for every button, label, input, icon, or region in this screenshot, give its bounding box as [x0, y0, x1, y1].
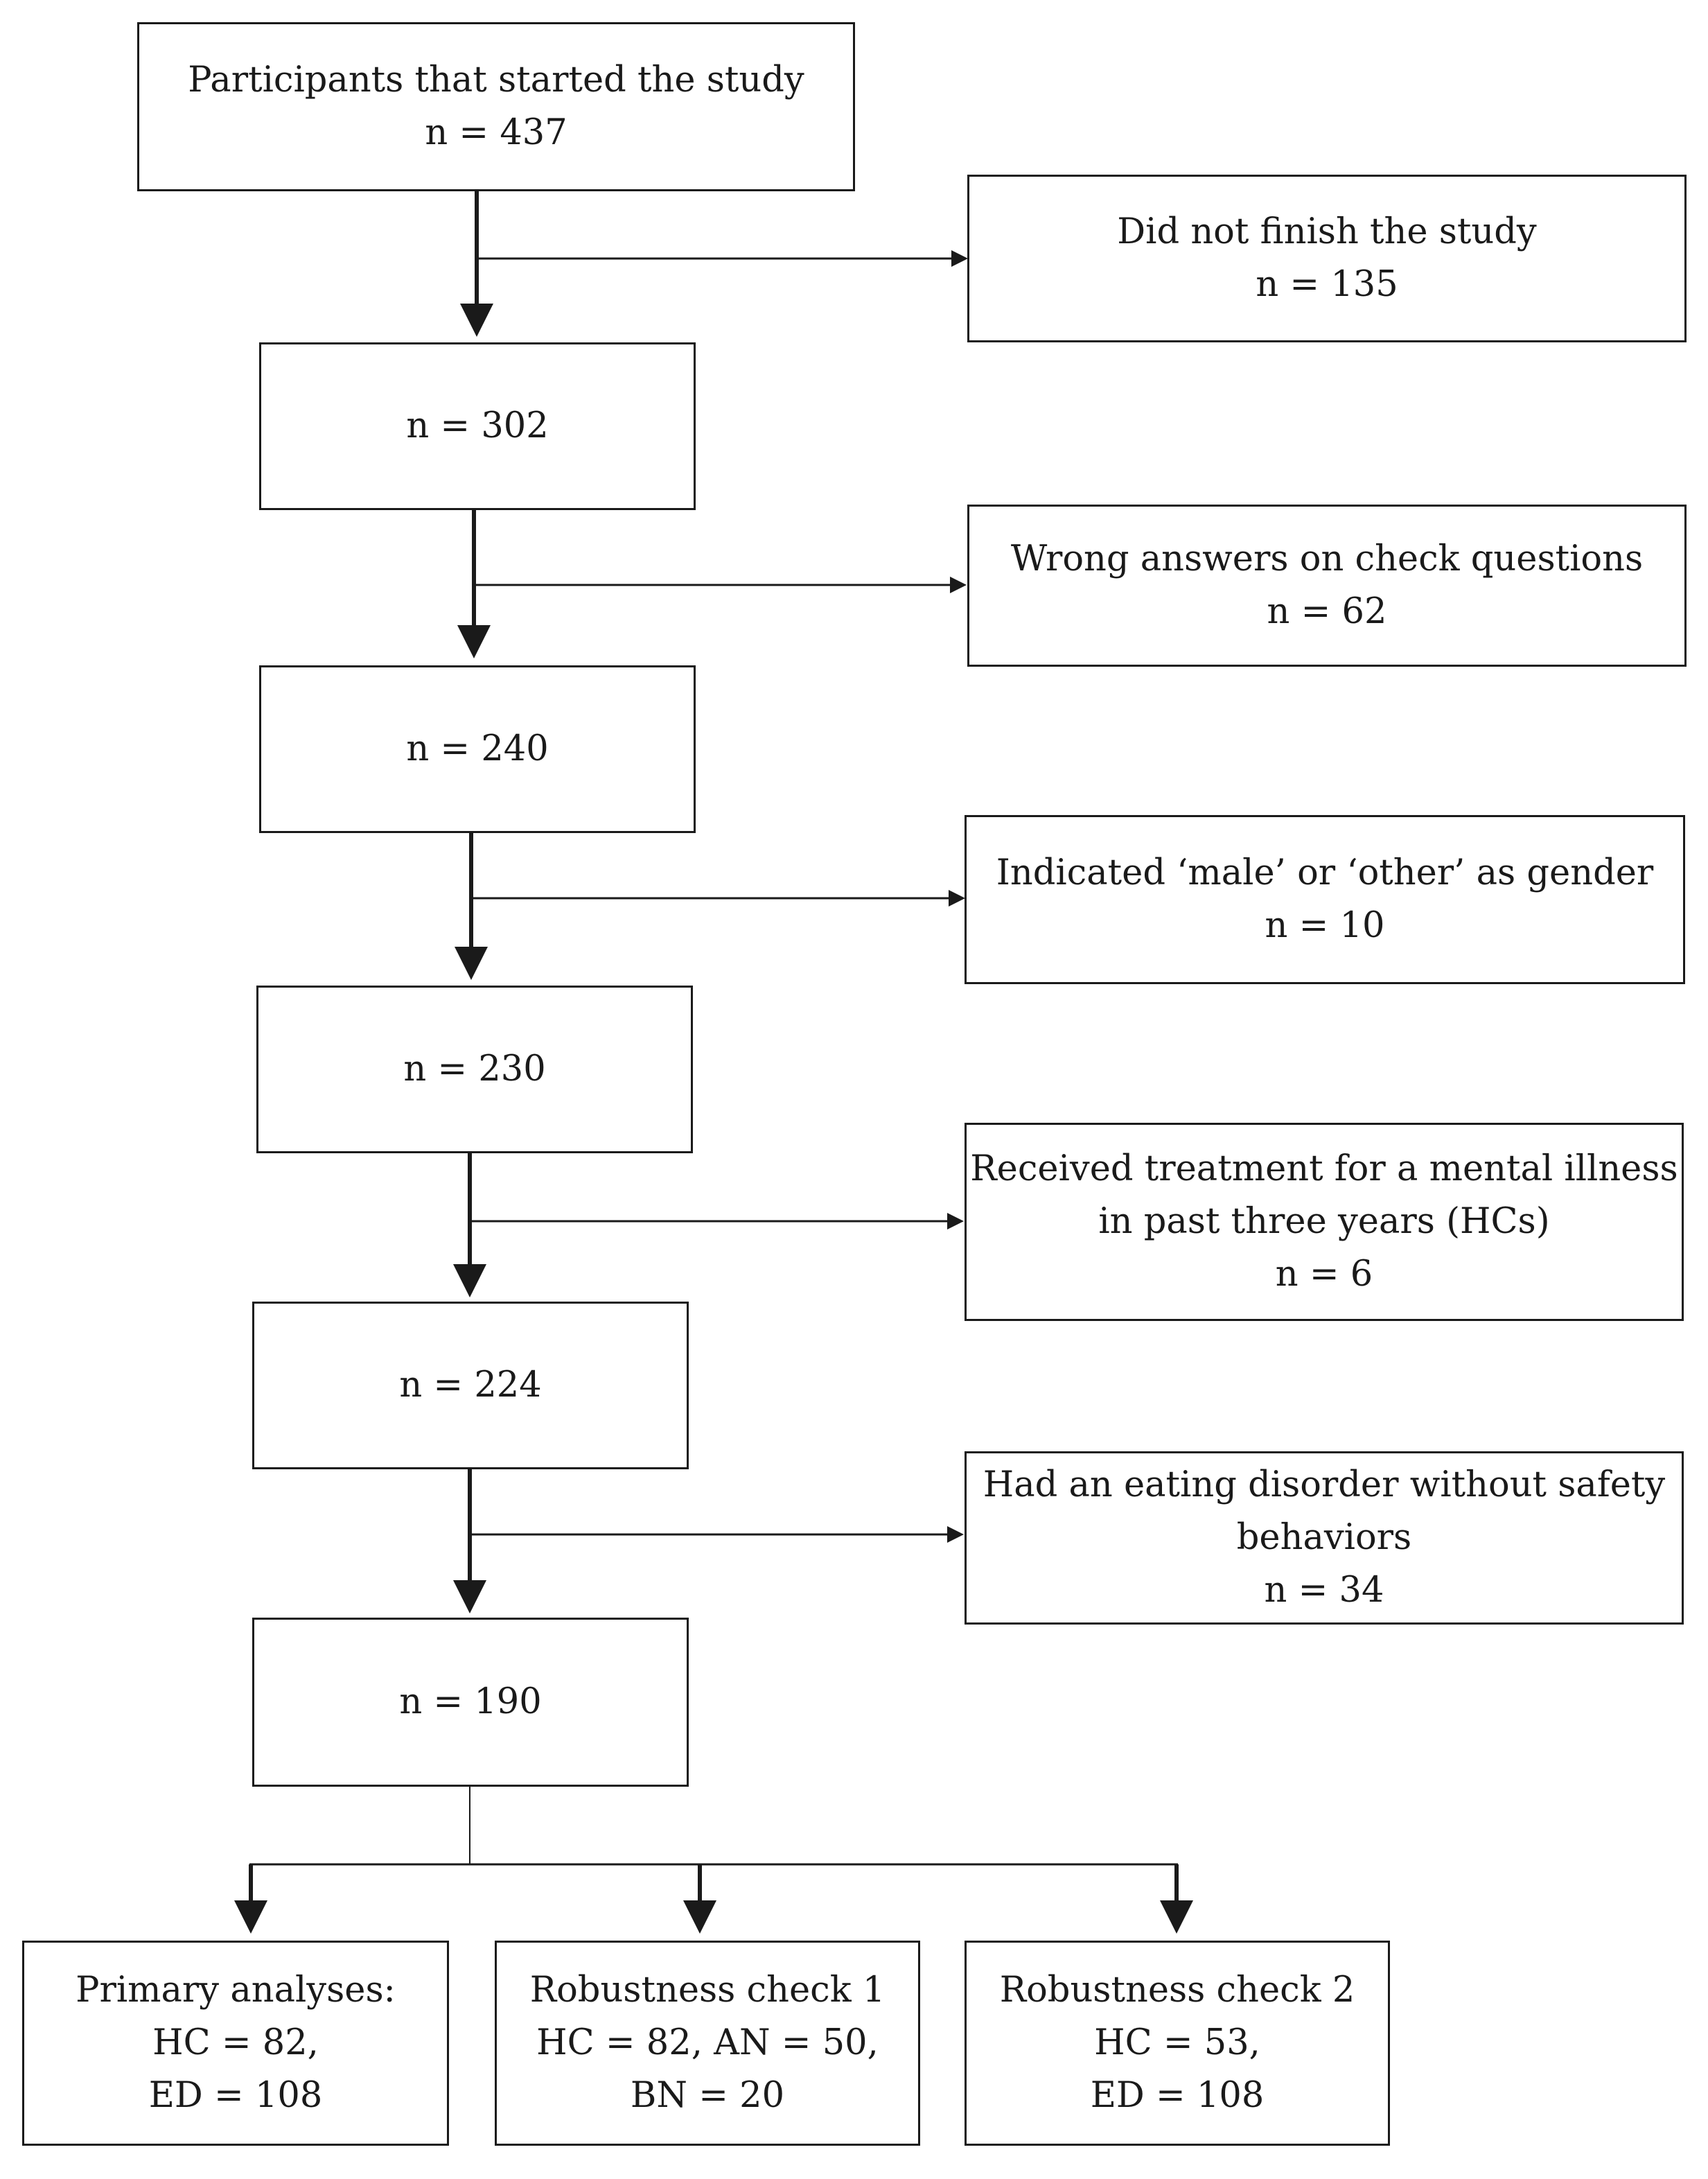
- exclusion-box-eating-disorder: Had an eating disorder without safety be…: [965, 1451, 1684, 1625]
- outcome-title: Primary analyses:: [76, 1970, 396, 2011]
- exclusion-label-line-1: Had an eating disorder without safety: [983, 1464, 1666, 1505]
- outcome-line-1: HC = 82, AN = 50,: [536, 2022, 879, 2063]
- exclusion-count: n = 10: [1265, 905, 1385, 946]
- stage-box-302: n = 302: [259, 342, 696, 510]
- stage-box-190: n = 190: [252, 1618, 689, 1787]
- exclusion-box-not-finished: Did not finish the study n = 135: [967, 175, 1687, 342]
- exclusion-label-line-2: behaviors: [1236, 1517, 1412, 1558]
- outcome-line-2: ED = 108: [1090, 2075, 1265, 2116]
- outcome-title: Robustness check 2: [999, 1970, 1355, 2011]
- stage-box-230: n = 230: [256, 986, 693, 1153]
- exclusion-label: Did not finish the study: [1117, 211, 1537, 252]
- stage-count: n = 302: [406, 405, 549, 446]
- outcome-line-2: ED = 108: [148, 2075, 323, 2116]
- stage-count: n = 190: [399, 1681, 542, 1722]
- exclusion-count: n = 6: [1275, 1254, 1373, 1295]
- exclusion-box-wrong-answers: Wrong answers on check questions n = 62: [967, 505, 1687, 667]
- stage-count: n = 224: [399, 1365, 542, 1406]
- exclusion-label: Indicated ‘male’ or ‘other’ as gender: [996, 852, 1654, 893]
- exclusion-box-mental-illness-treatment: Received treatment for a mental illness …: [965, 1123, 1684, 1321]
- start-label: Participants that started the study: [188, 60, 804, 100]
- stage-count: n = 240: [406, 728, 549, 769]
- exclusion-box-gender: Indicated ‘male’ or ‘other’ as gender n …: [965, 815, 1685, 984]
- exclusion-count: n = 135: [1256, 264, 1398, 305]
- start-count: n = 437: [425, 112, 567, 153]
- outcome-line-2: BN = 20: [630, 2075, 785, 2116]
- outcome-title: Robustness check 1: [529, 1970, 886, 2011]
- stage-count: n = 230: [403, 1049, 546, 1090]
- outcome-box-primary-analyses: Primary analyses: HC = 82, ED = 108: [22, 1941, 449, 2146]
- outcome-line-1: HC = 53,: [1094, 2022, 1260, 2063]
- exclusion-count: n = 34: [1264, 1570, 1384, 1611]
- start-box: Participants that started the study n = …: [137, 22, 855, 191]
- outcome-line-1: HC = 82,: [152, 2022, 319, 2063]
- exclusion-label-line-1: Received treatment for a mental illness: [970, 1148, 1678, 1189]
- exclusion-count: n = 62: [1267, 591, 1387, 632]
- exclusion-label: Wrong answers on check questions: [1010, 539, 1644, 579]
- outcome-box-robustness-check-2: Robustness check 2 HC = 53, ED = 108: [965, 1941, 1390, 2146]
- outcome-box-robustness-check-1: Robustness check 1 HC = 82, AN = 50, BN …: [495, 1941, 920, 2146]
- stage-box-240: n = 240: [259, 665, 696, 833]
- exclusion-label-line-2: in past three years (HCs): [1098, 1201, 1550, 1242]
- stage-box-224: n = 224: [252, 1302, 689, 1469]
